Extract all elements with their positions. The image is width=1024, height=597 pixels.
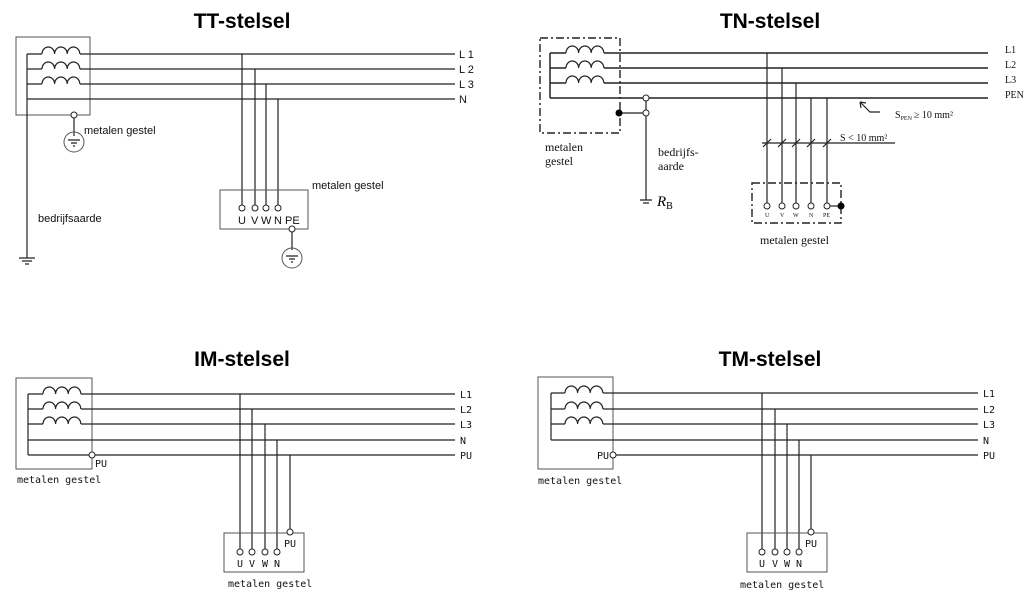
line-label-l1: L1 (460, 390, 472, 401)
tm-load-frame (746, 532, 828, 573)
im-title: IM-stelsel (194, 348, 290, 371)
tt-load-earth-electrode (281, 225, 303, 269)
line-label-l3: L 3 (459, 79, 474, 91)
line-label-pu: PU (983, 451, 995, 462)
tm-transformer-frame (537, 376, 614, 470)
line-label-pen: PEN (1005, 90, 1024, 101)
terminal-v: V (251, 215, 259, 227)
im-conductors (27, 393, 455, 549)
terminal-u: U (759, 559, 765, 570)
im-frame-label: metalen gestel (17, 475, 101, 486)
tm-load-pu-label: PU (805, 539, 817, 550)
im-frame-pu-label: PU (95, 459, 107, 470)
terminal-w: W (262, 559, 269, 570)
tn-frame-label-2: gestel (545, 154, 574, 168)
im-system: IM-stelsel L1 L2 L3 N PU PU metalen gest… (15, 348, 472, 590)
tm-title: TM-stelsel (719, 348, 822, 371)
tn-earth-junction (642, 109, 650, 117)
terminal-n: N (274, 559, 280, 570)
terminal-u: U (238, 215, 246, 227)
tt-transformer-coils (41, 46, 81, 85)
tm-frame-pu-terminal (609, 451, 617, 459)
tt-frame-earth-electrode (63, 111, 85, 153)
tt-title: TT-stelsel (194, 10, 291, 33)
tn-earth-label-2: aarde (658, 159, 684, 173)
im-frame-pu-terminal (88, 451, 96, 459)
terminal-v: V (249, 559, 255, 570)
line-label-l1: L 1 (459, 49, 474, 61)
tt-terminals (238, 204, 282, 212)
tt-load-label: metalen gestel (312, 180, 384, 192)
tn-conductors (549, 52, 988, 204)
line-label-l2: L 2 (459, 64, 474, 76)
tt-earth-label: bedrijfsaarde (38, 213, 102, 225)
terminal-w: W (784, 559, 791, 570)
terminal-pe: PE (823, 213, 830, 219)
terminal-v: V (772, 559, 778, 570)
tn-transformer-frame (539, 37, 621, 134)
tt-system: TT-stelsel L 1 L 2 L 3 N metalen gestel … (15, 10, 474, 269)
tt-ground-symbol (19, 257, 35, 265)
tm-frame-pu-label: PU (597, 451, 609, 462)
terminal-v: V (780, 213, 785, 219)
line-label-l1: L1 (983, 389, 995, 400)
tm-transformer-coils (564, 385, 604, 425)
line-label-pu: PU (460, 451, 472, 462)
terminal-n: N (274, 215, 282, 227)
tm-conductors (550, 392, 978, 549)
tn-terminals (763, 202, 845, 210)
line-label-n: N (459, 94, 467, 106)
tn-frame-connection-dot (615, 109, 623, 117)
im-load-frame (223, 532, 305, 573)
im-load-label: metalen gestel (228, 579, 312, 590)
tn-earth-label-1: bedrijfs- (658, 145, 699, 159)
line-label-n: N (460, 436, 466, 447)
tm-frame-label: metalen gestel (538, 476, 622, 487)
tn-title: TN-stelsel (720, 10, 820, 33)
terminal-w: W (261, 215, 272, 227)
tn-load-label: metalen gestel (760, 233, 830, 247)
tt-conductors (26, 53, 455, 258)
line-label-l2: L2 (983, 405, 995, 416)
tt-load-frame (219, 189, 309, 230)
tn-pen-junction (642, 94, 650, 102)
tm-load-label: metalen gestel (740, 580, 824, 591)
tm-terminals (758, 528, 815, 556)
tt-frame-label: metalen gestel (84, 125, 156, 137)
line-label-l3: L3 (983, 420, 995, 431)
im-terminals (236, 528, 294, 556)
terminal-u: U (765, 213, 770, 219)
tn-small-cross-section-note: S < 10 mm² (840, 133, 887, 144)
im-transformer-coils (42, 386, 82, 425)
tn-pen-cross-section-note: SPEN≥ 10 mm² (895, 110, 953, 122)
tn-system: TN-stelsel L1 L2 L3 PEN metalen gestel b… (539, 10, 1024, 247)
terminal-n: N (809, 213, 814, 219)
terminal-w: W (793, 213, 799, 219)
line-label-l3: L3 (460, 420, 472, 431)
line-label-n: N (983, 436, 989, 447)
line-label-l2: L2 (1005, 60, 1016, 71)
tt-transformer-frame (15, 36, 91, 116)
terminal-u: U (237, 559, 243, 570)
tm-system: TM-stelsel L1 L2 L3 N PU PU metalen gest… (537, 348, 995, 591)
tn-resistor-label: RB (656, 194, 673, 212)
terminal-pe: PE (285, 215, 300, 227)
im-load-pu-label: PU (284, 539, 296, 550)
tn-transformer-coils (565, 45, 605, 84)
line-label-l3: L3 (1005, 75, 1016, 86)
terminal-n: N (796, 559, 802, 570)
tn-frame-label-1: metalen (545, 140, 583, 154)
line-label-l1: L1 (1005, 45, 1016, 56)
line-label-l2: L2 (460, 405, 472, 416)
